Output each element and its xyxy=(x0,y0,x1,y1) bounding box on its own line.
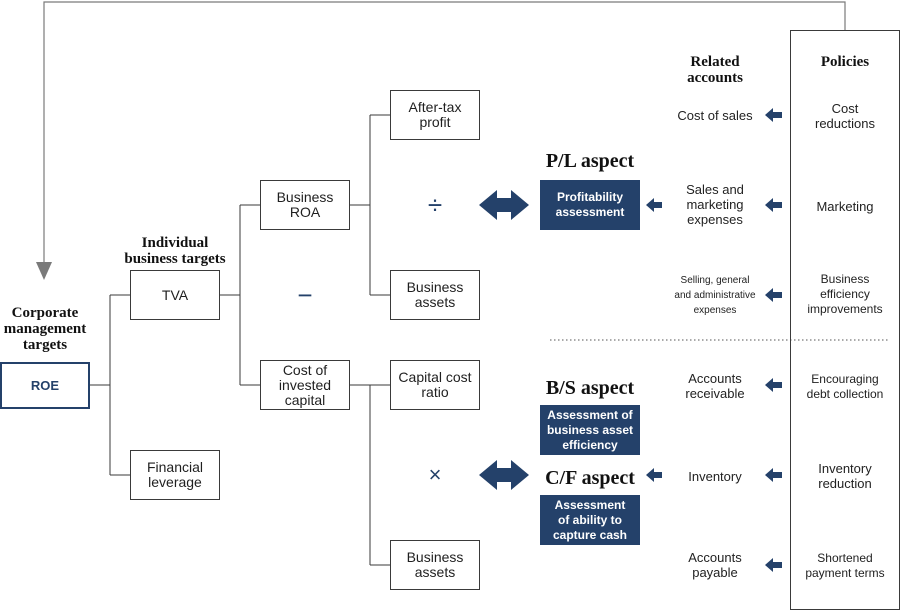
bs-aspect-heading: B/S aspect xyxy=(545,377,635,399)
arrow-policy-3 xyxy=(765,288,782,302)
policy-business-efficiency: Business efficiency improvements xyxy=(807,272,883,316)
business-asset-efficiency-box: Assessment of business asset efficiency xyxy=(540,405,640,455)
account-payable: Accounts payable xyxy=(688,550,742,580)
ability-capture-cash-box: Assessment of ability to capture cash xyxy=(540,495,640,545)
related-accounts-heading: Related accounts xyxy=(687,54,743,86)
financial-leverage-box: Financial leverage xyxy=(130,450,220,500)
corporate-targets-heading: Corporate management targets xyxy=(3,305,87,353)
policy-marketing: Marketing xyxy=(816,199,874,214)
policy-shortened-payment: Shortened payment terms xyxy=(805,551,885,580)
account-sga: Selling, general and administrative expe… xyxy=(674,275,756,316)
arrow-policy-1 xyxy=(765,108,782,122)
arrow-policy-2 xyxy=(765,198,782,212)
profitability-assessment-box: Profitability assessment xyxy=(540,180,640,230)
arrow-policy-6 xyxy=(765,558,782,572)
account-cost-of-sales: Cost of sales xyxy=(677,108,753,123)
individual-targets-heading: Individual business targets xyxy=(124,235,226,267)
account-receivable: Accounts receivable xyxy=(685,371,745,401)
business-assets-top-box: Business assets xyxy=(390,270,480,320)
policy-cost-reductions: Cost reductions xyxy=(815,101,875,131)
account-inventory: Inventory xyxy=(688,469,742,484)
feedback-loop-line xyxy=(43,1,846,262)
double-arrow-bottom xyxy=(479,460,529,490)
business-assets-bottom-box: Business assets xyxy=(390,540,480,590)
feedback-arrowhead xyxy=(36,262,52,280)
times-operator: × xyxy=(428,462,442,487)
account-sales-marketing: Sales and marketing expenses xyxy=(686,182,744,227)
arrow-marketing-to-profitability xyxy=(646,198,662,212)
double-arrow-top xyxy=(479,190,529,220)
policy-inventory-reduction: Inventory reduction xyxy=(818,461,872,491)
roe-box: ROE xyxy=(0,362,90,409)
business-roa-box: Business ROA xyxy=(260,180,350,230)
arrow-inventory-to-cf xyxy=(646,468,662,482)
arrow-policy-4 xyxy=(765,378,782,392)
policies-heading: Policies xyxy=(820,54,870,70)
after-tax-profit-box: After-tax profit xyxy=(390,90,480,140)
divide-operator: ÷ xyxy=(427,190,443,220)
pl-aspect-heading: P/L aspect xyxy=(545,150,635,172)
cost-of-invested-capital-box: Cost of invested capital xyxy=(260,360,350,410)
cf-aspect-heading: C/F aspect xyxy=(545,467,635,489)
policy-debt-collection: Encouraging debt collection xyxy=(806,372,884,401)
arrow-policy-5 xyxy=(765,468,782,482)
minus-operator: − xyxy=(297,280,313,310)
capital-cost-ratio-box: Capital cost ratio xyxy=(390,360,480,410)
tva-box: TVA xyxy=(130,270,220,320)
